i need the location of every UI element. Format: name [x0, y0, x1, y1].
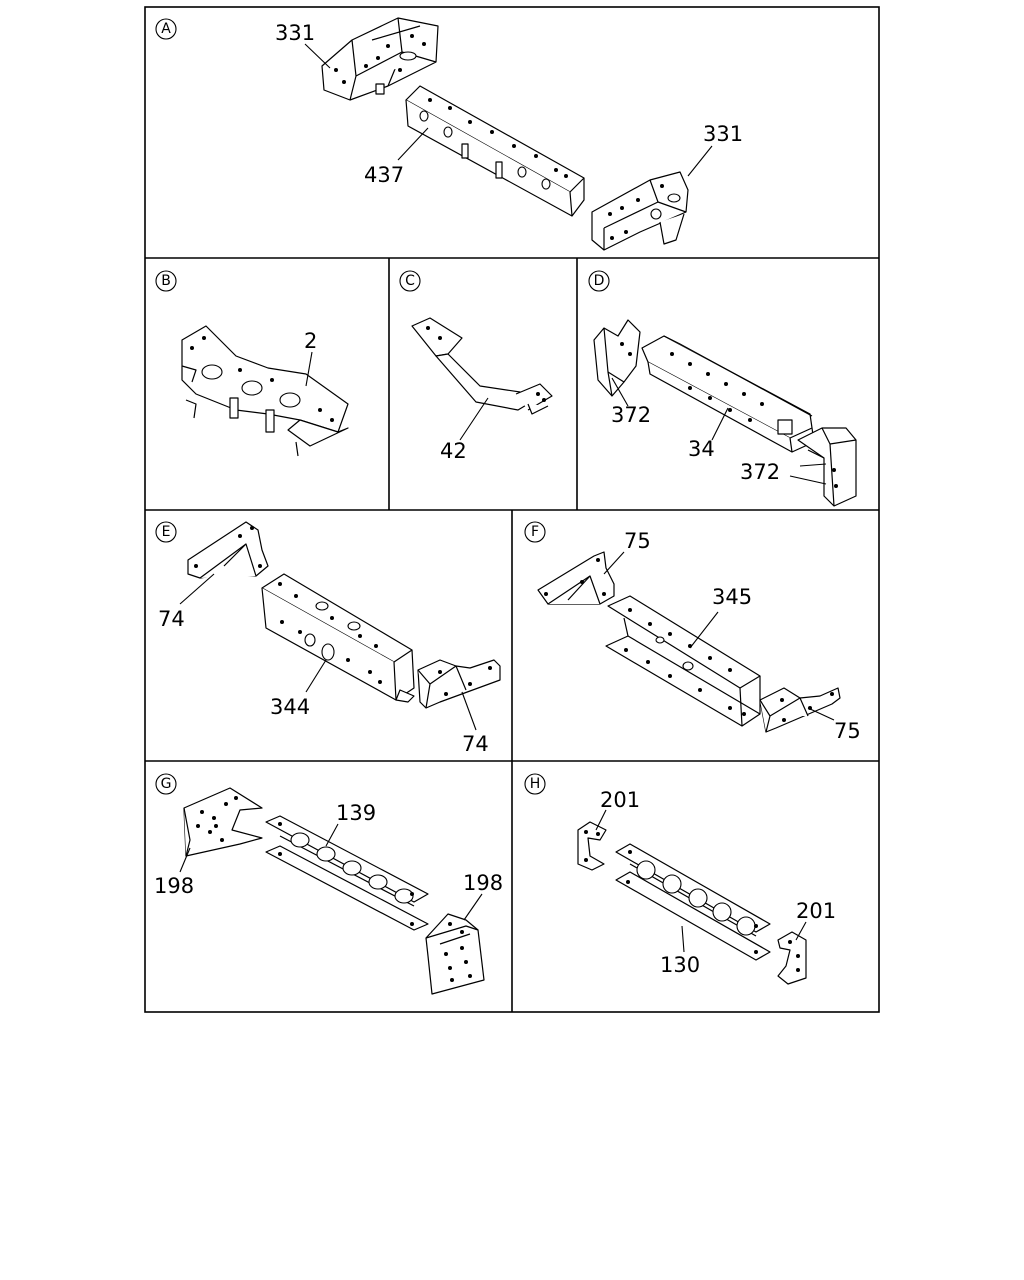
svg-text:201: 201	[600, 788, 640, 812]
svg-text:74: 74	[462, 732, 489, 756]
part-42-callout: 42	[440, 397, 489, 463]
part-75-upper-bracket-drawing	[537, 551, 615, 605]
part-201-upper-callout: 201	[595, 788, 640, 831]
part-331-upper-bracket-drawing	[321, 17, 439, 101]
panel-g: G 198 139	[154, 773, 503, 995]
panel-f: F 75	[524, 521, 861, 743]
part-198-left-callout: 198	[154, 847, 194, 898]
svg-text:F: F	[531, 524, 539, 540]
part-372-left-bracket-drawing	[593, 319, 641, 397]
part-74-lower-callout: 74	[461, 691, 489, 756]
svg-text:75: 75	[624, 529, 651, 553]
panel-b-badge: B	[155, 270, 177, 292]
svg-text:D: D	[594, 273, 605, 289]
svg-text:372: 372	[740, 460, 780, 484]
part-75-upper-callout: 75	[603, 529, 651, 575]
part-75-lower-callout: 75	[807, 707, 861, 743]
part-198-right-bracket-drawing	[425, 913, 485, 995]
panel-h-badge: H	[524, 773, 546, 795]
svg-text:G: G	[161, 776, 172, 792]
svg-text:75: 75	[834, 719, 861, 743]
panel-h: H 201 130	[524, 773, 836, 985]
part-372-right-callout: 372	[740, 460, 827, 485]
svg-text:201: 201	[796, 899, 836, 923]
part-331-upper-callout: 331	[275, 21, 331, 69]
svg-text:42: 42	[440, 439, 467, 463]
panel-d-badge: D	[588, 270, 610, 292]
part-372-right-bracket-drawing	[797, 427, 857, 507]
svg-text:B: B	[161, 273, 171, 289]
panel-c-badge: C	[399, 270, 421, 292]
part-201-lower-bracket-drawing	[777, 931, 807, 985]
part-345-callout: 345	[689, 585, 752, 649]
part-139-callout: 139	[325, 801, 376, 847]
part-331-lower-callout: 331	[687, 122, 743, 177]
svg-text:2: 2	[304, 329, 317, 353]
part-437-crossmember-drawing	[405, 85, 585, 217]
svg-text:E: E	[162, 524, 171, 540]
part-2-callout: 2	[304, 329, 317, 387]
panel-e: E 74	[155, 521, 501, 756]
part-75-lower-bracket-drawing	[759, 687, 841, 733]
svg-text:74: 74	[158, 607, 185, 631]
part-201-lower-callout: 201	[795, 899, 836, 941]
part-344-crossmember-drawing	[261, 573, 415, 703]
panel-a-badge: A	[155, 18, 177, 40]
part-42-bracket-drawing	[411, 317, 553, 415]
part-372-left-callout: 372	[611, 377, 651, 427]
part-34-crossmember-drawing	[641, 335, 815, 453]
part-139-crossmember-drawing	[265, 815, 429, 931]
part-345-crossmember-drawing	[605, 595, 761, 727]
panel-grid	[144, 6, 880, 1013]
part-74-lower-bracket-drawing	[417, 659, 501, 709]
svg-text:331: 331	[703, 122, 743, 146]
svg-text:198: 198	[463, 871, 503, 895]
panel-c: C 42	[399, 270, 553, 463]
svg-text:345: 345	[712, 585, 752, 609]
svg-text:139: 139	[336, 801, 376, 825]
part-130-callout: 130	[660, 925, 700, 977]
part-2-crossmember-drawing	[181, 325, 349, 457]
svg-text:198: 198	[154, 874, 194, 898]
part-437-callout: 437	[364, 127, 429, 187]
part-198-right-callout: 198	[463, 871, 503, 921]
svg-text:34: 34	[688, 437, 715, 461]
panel-a: A 331	[155, 17, 743, 251]
svg-text:130: 130	[660, 953, 700, 977]
part-198-left-bracket-drawing	[183, 787, 263, 857]
svg-text:437: 437	[364, 163, 404, 187]
panel-b: B 2	[155, 270, 349, 457]
panel-e-badge: E	[155, 521, 177, 543]
panel-g-badge: G	[155, 773, 177, 795]
svg-text:C: C	[405, 273, 415, 289]
part-201-upper-bracket-drawing	[577, 821, 607, 871]
svg-text:372: 372	[611, 403, 651, 427]
svg-text:331: 331	[275, 21, 315, 45]
part-74-upper-bracket-drawing	[187, 521, 269, 579]
panel-d: D 372 34	[588, 270, 857, 507]
svg-text:A: A	[161, 21, 171, 37]
svg-text:344: 344	[270, 695, 310, 719]
svg-text:H: H	[530, 776, 541, 792]
part-74-upper-callout: 74	[158, 573, 215, 631]
panel-f-badge: F	[524, 521, 546, 543]
part-130-crossmember-drawing	[615, 843, 771, 961]
part-344-callout: 344	[270, 659, 327, 719]
part-331-lower-bracket-drawing	[591, 171, 689, 251]
part-34-callout: 34	[688, 407, 729, 461]
